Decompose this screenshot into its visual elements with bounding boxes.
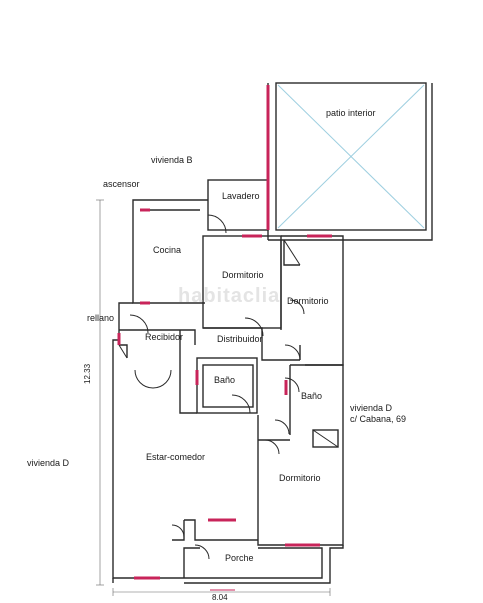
dimension-height-label: 12.33 (83, 363, 92, 384)
cocina-walls (132, 199, 208, 304)
room-label-dormitorio-3: Dormitorio (279, 473, 321, 483)
label-vivienda-b: vivienda B (151, 155, 193, 165)
watermark: habitaclia (178, 285, 281, 307)
recibidor-walls (119, 329, 196, 345)
room-label-cocina: Cocina (153, 245, 182, 255)
lavadero-walls (207, 179, 269, 231)
porche-walls (183, 547, 200, 578)
label-ascensor: ascensor (103, 179, 140, 189)
dormitorio-1-walls (202, 235, 282, 329)
label-vivienda-d-left: vivienda D (27, 458, 70, 468)
patio-outline (275, 82, 427, 231)
label-vivienda-d-right: vivienda D (350, 403, 393, 413)
room-label-patio-interior: patio interior (326, 108, 376, 118)
room-label-lavadero: Lavadero (222, 191, 260, 201)
label-street-address: c/ Cabana, 69 (350, 414, 407, 424)
label-rellano: rellano (87, 313, 115, 323)
distribuidor-walls (203, 327, 300, 361)
room-label-distribuidor: Distribuidor (217, 334, 263, 344)
estar-comedor-walls (179, 380, 197, 414)
patio-cross (277, 84, 425, 229)
room-label-dormitorio-2: Dormitorio (287, 296, 329, 306)
room-label-estar-comedor: Estar-comedor (146, 452, 206, 462)
door-swings (129, 214, 305, 560)
room-label-dormitorio-1: Dormitorio (222, 270, 264, 280)
room-label-recibidor: Recibidor (145, 332, 184, 342)
patio-wall-bottom (268, 83, 433, 241)
dimension-width-label: 8.04 (212, 593, 228, 602)
outer-wall-left (118, 302, 133, 330)
room-label-bano-1: Baño (214, 375, 236, 385)
bano-1-walls (196, 357, 258, 414)
room-label-bano-2: Baño (301, 391, 323, 401)
dimension-lines (96, 199, 331, 596)
room-label-porche: Porche (225, 553, 254, 563)
bano-2-walls (290, 364, 344, 430)
windows (117, 85, 332, 580)
